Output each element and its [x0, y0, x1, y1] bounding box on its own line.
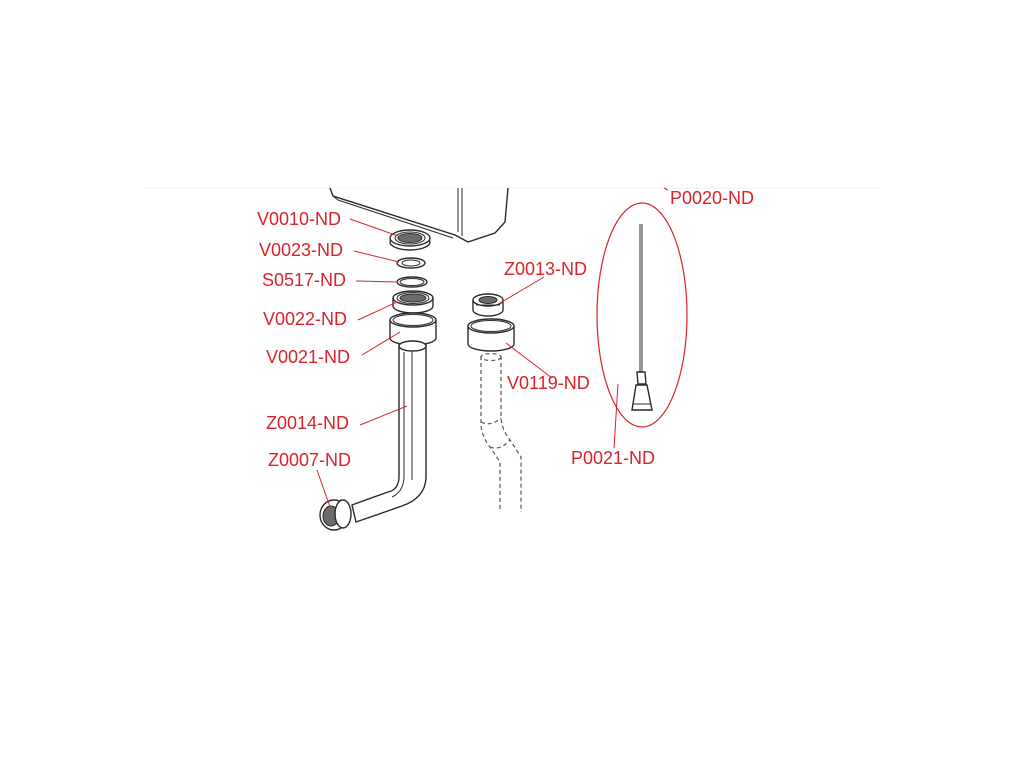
label-z0014: Z0014-ND	[266, 413, 349, 433]
part-v0021-sleeve	[389, 312, 437, 346]
label-v0010: V0010-ND	[257, 209, 341, 229]
part-z0013-nut	[472, 293, 504, 317]
part-z0014-elbow-pipe	[351, 340, 427, 523]
label-p0020: P0020-ND	[670, 188, 754, 208]
part-s0517-oring	[396, 276, 428, 288]
part-v0023-washer	[396, 257, 426, 269]
label-v0023: V0023-ND	[259, 240, 343, 260]
leader-lines	[316, 187, 669, 508]
label-v0021: V0021-ND	[266, 347, 350, 367]
part-v0022-nut	[392, 290, 434, 314]
label-v0022: V0022-ND	[263, 309, 347, 329]
part-p0020-rod-group	[596, 202, 688, 428]
part-v0119-sleeve	[467, 318, 515, 352]
tank-fragment	[329, 187, 509, 243]
part-z0007-connector	[319, 499, 352, 531]
label-s0517: S0517-ND	[262, 270, 346, 290]
label-p0021: P0021-ND	[571, 448, 655, 468]
label-z0007: Z0007-ND	[268, 450, 351, 470]
label-v0119: V0119-ND	[507, 373, 590, 393]
dashed-pipe-outline	[480, 352, 522, 512]
label-z0013: Z0013-ND	[504, 259, 587, 279]
highlight-ellipse	[596, 202, 688, 428]
part-v0010-nut	[389, 229, 431, 251]
